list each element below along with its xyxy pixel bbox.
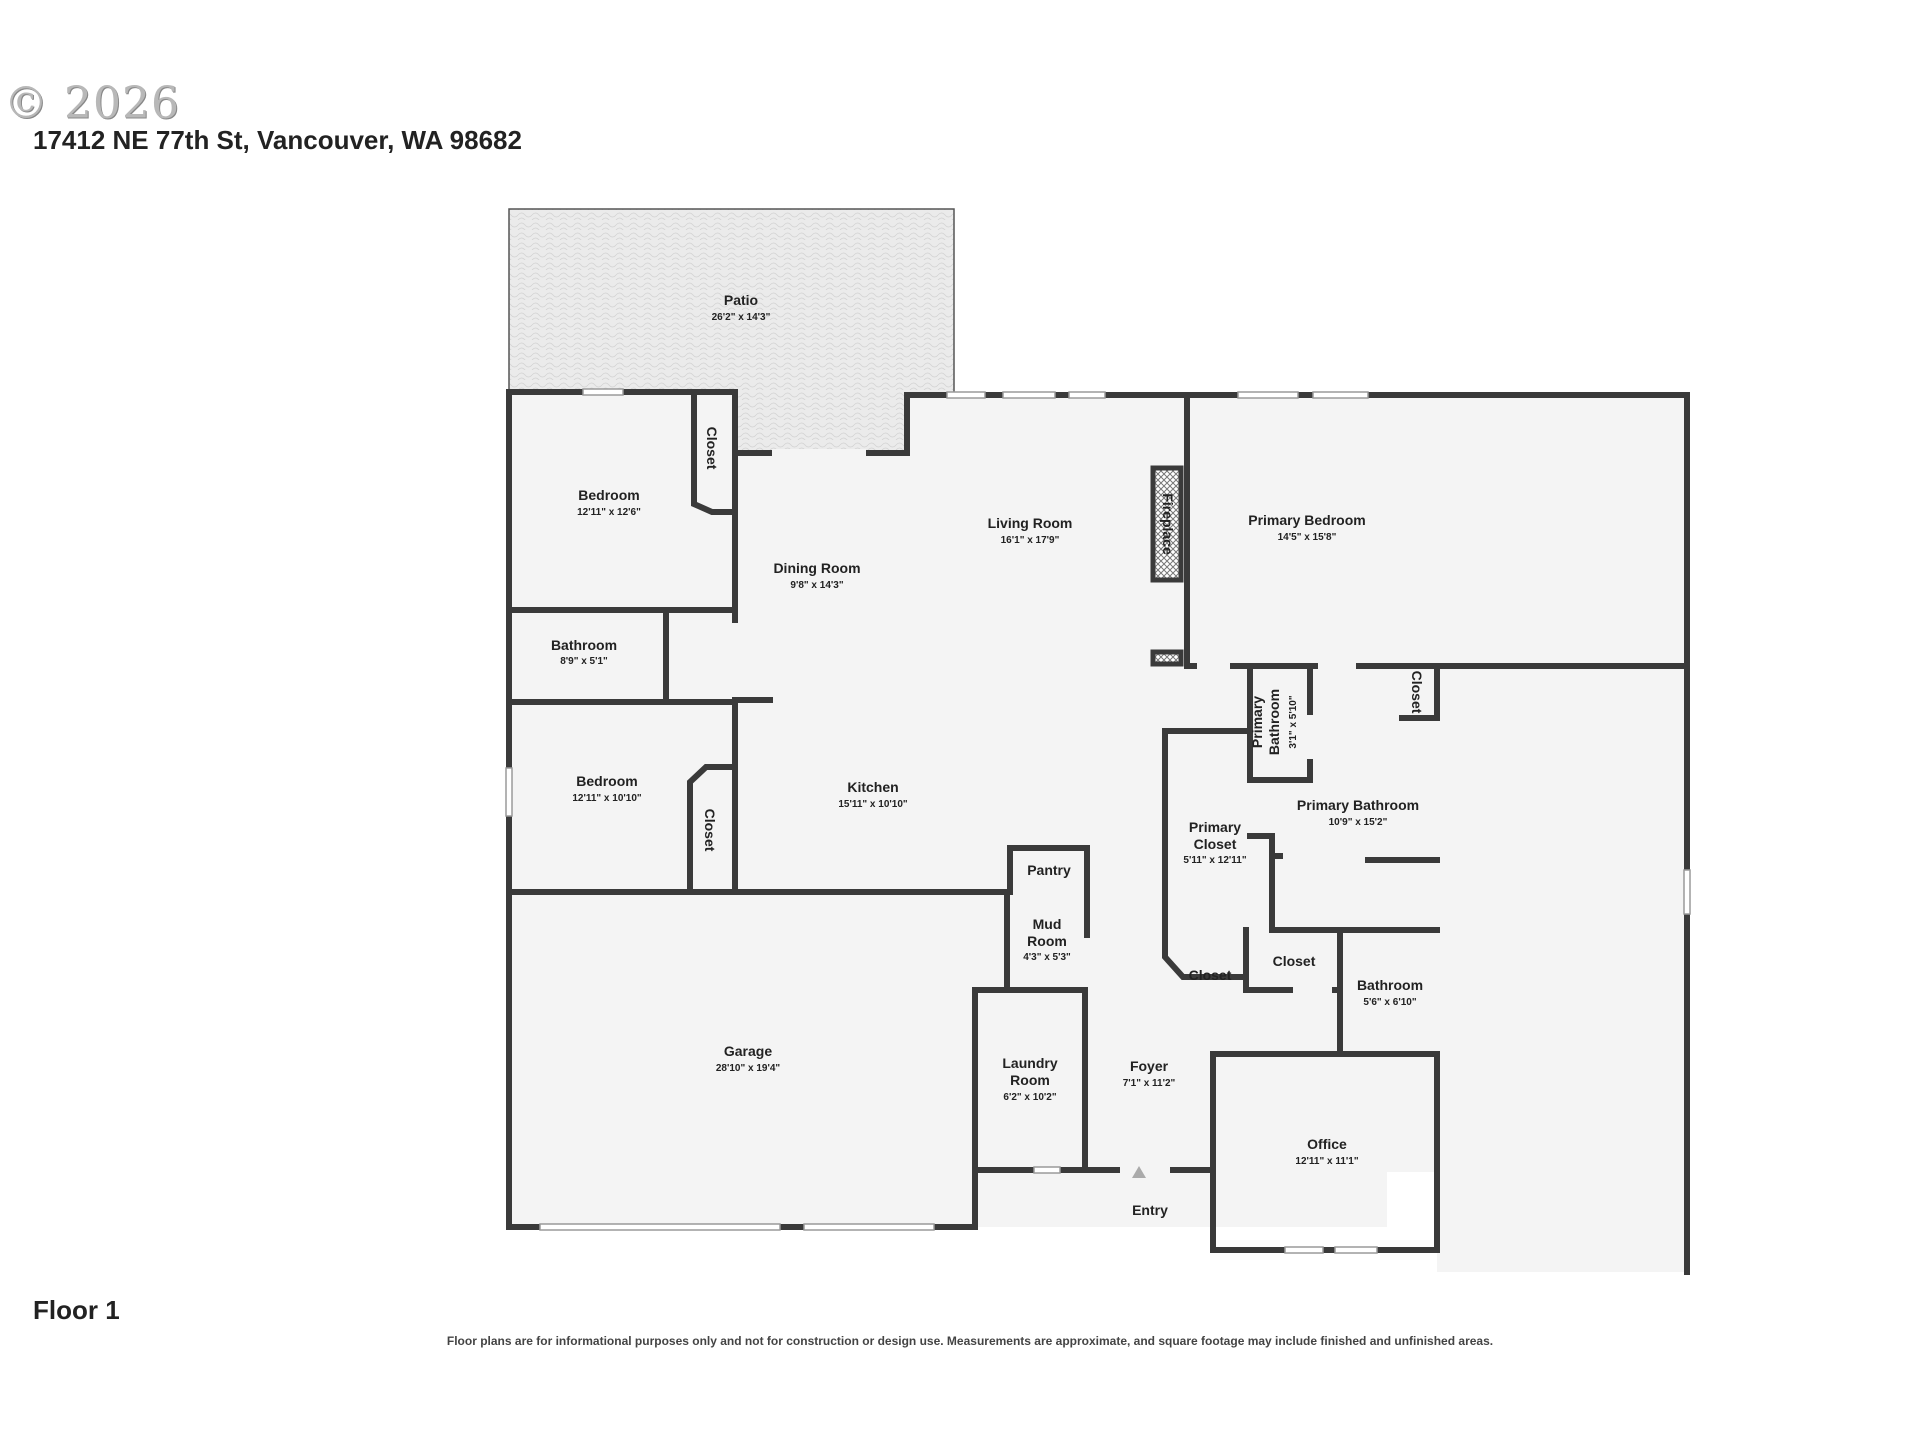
doorways bbox=[772, 449, 1356, 1174]
primary-bath-small-label-2: Bathroom bbox=[1266, 689, 1282, 755]
room-labels: Patio 26'2" x 14'3" Bedroom 12'11" x 12'… bbox=[551, 292, 1425, 1218]
bathroom-2-label: Bathroom bbox=[1357, 977, 1423, 993]
patio-dim: 26'2" x 14'3" bbox=[712, 312, 771, 323]
entry-arrow-icon bbox=[1132, 1166, 1146, 1178]
entry-label: Entry bbox=[1132, 1202, 1168, 1218]
closet-right-label: Closet bbox=[1273, 953, 1316, 969]
closet-primary-label: Closet bbox=[1409, 671, 1425, 714]
closet-left-label: Closet bbox=[1189, 967, 1232, 983]
mud-room-label-2: Room bbox=[1027, 933, 1067, 949]
primary-bath-small-dim: 3'1" x 5'10" bbox=[1288, 695, 1299, 748]
copyright-watermark: © 2026 bbox=[4, 78, 180, 129]
bathroom-2-dim: 5'6" x 6'10" bbox=[1363, 997, 1416, 1008]
laundry-room-label-2: Room bbox=[1010, 1072, 1050, 1088]
bedroom-2-dim: 12'11" x 10'10" bbox=[572, 793, 642, 804]
living-room-label: Living Room bbox=[988, 515, 1073, 531]
dining-room-label: Dining Room bbox=[773, 560, 860, 576]
mud-room-label-1: Mud bbox=[1033, 916, 1062, 932]
garage-label: Garage bbox=[724, 1043, 772, 1059]
primary-bathroom-label: Primary Bathroom bbox=[1297, 797, 1419, 813]
mud-room-dim: 4'3" x 5'3" bbox=[1023, 952, 1071, 963]
primary-closet-label-2: Closet bbox=[1194, 836, 1237, 852]
kitchen-label: Kitchen bbox=[847, 779, 898, 795]
windows bbox=[505, 388, 1691, 1254]
fireplace-block bbox=[1150, 649, 1184, 667]
office-label: Office bbox=[1307, 1136, 1347, 1152]
garage-dim: 28'10" x 19'4" bbox=[716, 1063, 781, 1074]
bathroom-1-dim: 8'9" x 5'1" bbox=[560, 656, 608, 667]
bathroom-1-label: Bathroom bbox=[551, 637, 617, 653]
office-dim: 12'11" x 11'1" bbox=[1295, 1156, 1358, 1167]
closet-bed2-label: Closet bbox=[702, 809, 718, 852]
floor-label: Floor 1 bbox=[33, 1295, 120, 1325]
foyer-label: Foyer bbox=[1130, 1058, 1169, 1074]
disclaimer-text: Floor plans are for informational purpos… bbox=[446, 1334, 1494, 1348]
primary-closet-dim: 5'11" x 12'11" bbox=[1183, 855, 1246, 866]
kitchen-dim: 15'11" x 10'10" bbox=[838, 799, 908, 810]
primary-bathroom-dim: 10'9" x 15'2" bbox=[1329, 817, 1388, 828]
patio-label: Patio bbox=[724, 292, 758, 308]
primary-closet-label-1: Primary bbox=[1189, 819, 1241, 835]
floor-fill bbox=[509, 392, 1687, 1272]
bedroom-1-dim: 12'11" x 12'6" bbox=[577, 507, 641, 518]
pantry-label: Pantry bbox=[1027, 862, 1071, 878]
dining-room-dim: 9'8" x 14'3" bbox=[790, 580, 843, 591]
primary-bedroom-label: Primary Bedroom bbox=[1248, 512, 1365, 528]
bedroom-2-label: Bedroom bbox=[576, 773, 637, 789]
closet-bed1-label: Closet bbox=[704, 427, 720, 470]
laundry-room-dim: 6'2" x 10'2" bbox=[1003, 1092, 1056, 1103]
laundry-room-label-1: Laundry bbox=[1002, 1055, 1057, 1071]
living-room-dim: 16'1" x 17'9" bbox=[1001, 535, 1060, 546]
fireplace-label: Fireplace bbox=[1160, 493, 1176, 555]
bedroom-1-label: Bedroom bbox=[578, 487, 639, 503]
primary-bedroom-dim: 14'5" x 15'8" bbox=[1278, 532, 1337, 543]
fireplace-hearth bbox=[1150, 465, 1184, 583]
foyer-dim: 7'1" x 11'2" bbox=[1123, 1078, 1176, 1089]
primary-bath-small-label-1: Primary bbox=[1249, 696, 1265, 748]
property-address: 17412 NE 77th St, Vancouver, WA 98682 bbox=[33, 125, 522, 155]
